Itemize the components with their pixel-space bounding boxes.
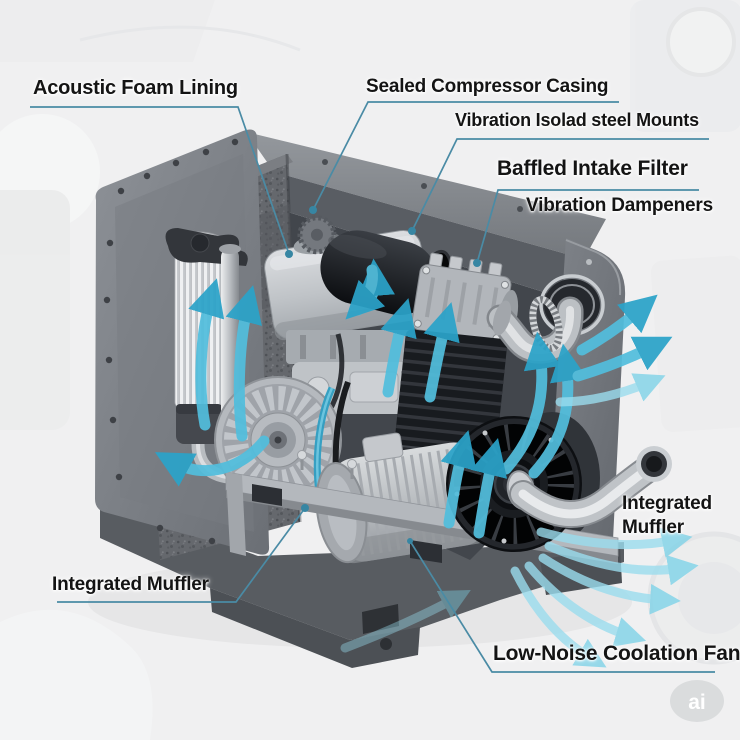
airflow-arrows — [154, 258, 699, 668]
leader-integrated-muffler-left — [57, 504, 309, 603]
label-sealed-compressor-casing: Sealed Compressor Casing — [366, 76, 609, 97]
leader-lines — [30, 101, 715, 673]
ai-watermark: ai — [670, 680, 724, 722]
leader-vibration-isolad-steel-mounts — [408, 138, 709, 235]
leader-baffled-intake-filter — [473, 189, 699, 267]
label-baffled-intake-filter: Baffled Intake Filter — [497, 157, 688, 180]
ai-watermark-text: ai — [688, 691, 706, 714]
leader-acoustic-foam-lining — [30, 106, 293, 258]
label-vibration-dampeners: Vibration Dampeners — [526, 195, 713, 216]
label-integrated-muffler-left: Integrated Muffler — [52, 574, 209, 595]
leader-low-noise-coolation-fan — [407, 538, 715, 673]
label-vibration-isolad-steel-mounts: Vibration Isolad steel Mounts — [455, 110, 699, 130]
casing-base — [100, 500, 624, 668]
label-integrated-muffler-right: Integrated Muffler — [622, 493, 712, 538]
label-low-noise-coolation-fan: Low-Noise Coolation Fan — [493, 642, 740, 665]
muffler-pipe — [506, 446, 672, 528]
label-acoustic-foam-lining: Acoustic Foam Lining — [33, 77, 238, 99]
leader-sealed-compressor-casing — [309, 101, 619, 214]
